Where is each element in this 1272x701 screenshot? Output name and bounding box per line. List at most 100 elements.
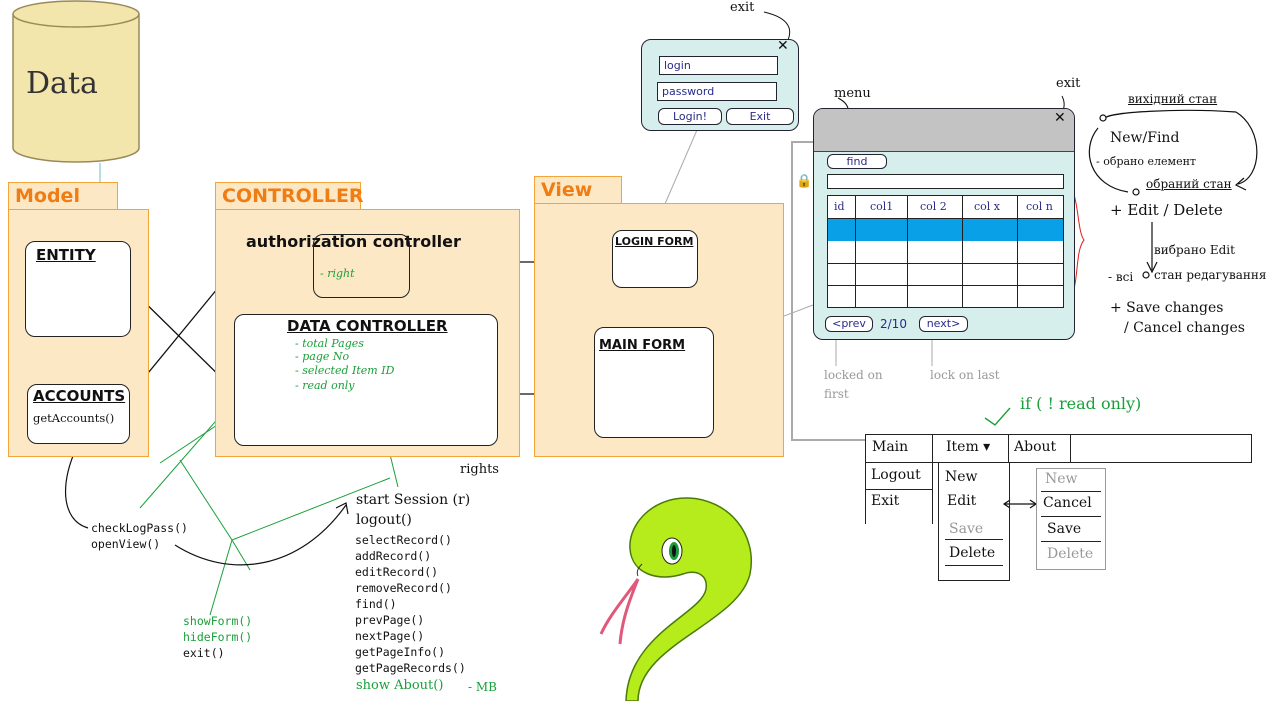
method-next-page: nextPage() xyxy=(355,629,425,643)
menu-edit[interactable]: Edit xyxy=(947,493,977,509)
lock-last-note: lock on last xyxy=(930,368,1000,382)
find-button[interactable]: find xyxy=(827,154,887,169)
col-2-header[interactable]: col 2 xyxy=(920,200,947,213)
edit-cancel[interactable]: Cancel xyxy=(1043,495,1092,511)
login-field[interactable]: login xyxy=(659,56,778,75)
about-note: - MB xyxy=(468,680,497,694)
main-exit-note: exit xyxy=(1056,76,1081,91)
grid-col-divider xyxy=(855,196,856,307)
state-new-find: New/Find xyxy=(1110,130,1180,146)
menu-save: Save xyxy=(949,521,984,537)
method-get-page-info: getPageInfo() xyxy=(355,645,446,659)
method-show-form: showForm() xyxy=(183,614,253,628)
login-close-icon[interactable]: ✕ xyxy=(777,38,789,54)
data-field-1: - page No xyxy=(295,350,350,363)
method-exit: exit() xyxy=(183,646,225,660)
state-selected: обраний стан xyxy=(1146,177,1232,191)
col-id-header[interactable]: id xyxy=(834,200,845,213)
menu-about[interactable]: About xyxy=(1014,439,1057,455)
login-button[interactable]: Login! xyxy=(658,108,722,125)
rights-note: rights xyxy=(460,462,499,477)
main-form-box: MAIN FORM xyxy=(594,327,714,438)
method-select-record: selectRecord() xyxy=(355,533,452,547)
snake-illustration xyxy=(598,494,768,701)
col-x-header[interactable]: col x xyxy=(974,200,1001,213)
menu-new[interactable]: New xyxy=(945,469,978,485)
data-controller-box: DATA CONTROLLER - total Pages - page No … xyxy=(234,314,498,446)
menu-main[interactable]: Main xyxy=(872,439,909,455)
readonly-condition: if ( ! read only) xyxy=(1020,394,1142,413)
edit-mode-dropdown: New Cancel Save Delete xyxy=(1036,468,1106,570)
main-form-title: MAIN FORM xyxy=(599,338,686,353)
state-edit-delete: + Edit / Delete xyxy=(1110,201,1223,219)
selected-row[interactable] xyxy=(828,219,1063,241)
menu-delete[interactable]: Delete xyxy=(949,545,996,561)
view-tab: View xyxy=(534,176,622,203)
dropdown-separator xyxy=(1041,491,1101,492)
data-grid[interactable]: id col1 col 2 col x col n xyxy=(827,195,1064,308)
method-find: find() xyxy=(355,597,397,611)
menu-divider xyxy=(1070,435,1071,462)
main-dropdown: Logout Exit xyxy=(865,462,933,524)
view-methods: showForm() hideForm() exit() xyxy=(183,613,252,661)
password-field[interactable]: password xyxy=(657,82,777,101)
menu-note: menu xyxy=(834,86,871,101)
next-button[interactable]: next> xyxy=(919,316,968,332)
method-add-record: addRecord() xyxy=(355,549,432,563)
method-prev-page: prevPage() xyxy=(355,613,425,627)
accounts-box: ACCOUNTS getAccounts() xyxy=(27,384,130,444)
grid-header: id col1 col 2 col x col n xyxy=(828,196,1063,219)
col-1-header[interactable]: col1 xyxy=(870,200,894,213)
page-info: 2/10 xyxy=(880,317,907,331)
entity-box: ENTITY xyxy=(25,241,131,337)
menu-exit[interactable]: Exit xyxy=(871,493,900,509)
accounts-method: getAccounts() xyxy=(33,411,115,425)
prev-button[interactable]: <prev xyxy=(825,316,873,332)
method-check-log-pass: checkLogPass() xyxy=(91,521,188,535)
item-dropdown: New Edit Save Delete xyxy=(938,462,1010,581)
exit-button[interactable]: Exit xyxy=(726,108,794,125)
dropdown-separator xyxy=(866,489,932,490)
menu-divider xyxy=(1008,435,1009,462)
dropdown-separator xyxy=(945,539,1003,540)
data-field-0: - total Pages xyxy=(295,337,364,350)
menu-logout[interactable]: Logout xyxy=(871,467,921,483)
dropdown-separator xyxy=(1041,541,1101,542)
edit-new: New xyxy=(1045,471,1078,487)
method-hide-form: hideForm() xyxy=(183,630,253,644)
method-get-page-records: getPageRecords() xyxy=(355,661,466,675)
controller-tab: CONTROLLER xyxy=(215,182,364,209)
table-row[interactable] xyxy=(828,263,1063,286)
entity-title: ENTITY xyxy=(36,246,96,264)
dropdown-separator xyxy=(945,565,1003,566)
main-window-titlebar xyxy=(814,109,1074,152)
col-n-header[interactable]: col n xyxy=(1026,200,1053,213)
model-tab: Model xyxy=(8,182,118,209)
main-close-icon[interactable]: ✕ xyxy=(1054,110,1066,126)
database-cylinder: Data xyxy=(12,0,140,165)
lock-icon: 🔒 xyxy=(796,174,813,189)
locked-first-note: locked on first xyxy=(824,368,883,401)
grid-col-divider xyxy=(1017,196,1018,307)
state-select-element: - обрано елемент xyxy=(1096,155,1196,168)
data-methods: selectRecord() addRecord() editRecord() … xyxy=(355,532,466,676)
main-window: ✕ find id col1 col 2 col x col n <prev 2… xyxy=(813,108,1075,340)
dropdown-separator xyxy=(1041,516,1101,517)
search-strip[interactable] xyxy=(827,174,1064,189)
grid-col-divider xyxy=(907,196,908,307)
table-row[interactable] xyxy=(828,241,1063,264)
state-chosen-edit: вибрано Edit xyxy=(1154,243,1235,257)
login-exit-note: exit xyxy=(730,0,755,15)
data-controller-title: DATA CONTROLLER xyxy=(287,317,448,335)
database-label: Data xyxy=(26,66,98,101)
data-field-3: - read only xyxy=(295,379,355,392)
state-editing: стан редагування xyxy=(1154,268,1267,282)
method-edit-record: editRecord() xyxy=(355,565,439,579)
menu-item[interactable]: Item ▾ xyxy=(946,439,991,455)
edit-save[interactable]: Save xyxy=(1047,521,1082,537)
method-logout: logout() xyxy=(356,512,412,528)
auth-controller-box: - right xyxy=(313,234,410,298)
state-all: - всі xyxy=(1108,270,1134,284)
login-window: ✕ login password Login! Exit xyxy=(641,38,799,131)
data-field-2: - selected Item ID xyxy=(295,364,395,377)
